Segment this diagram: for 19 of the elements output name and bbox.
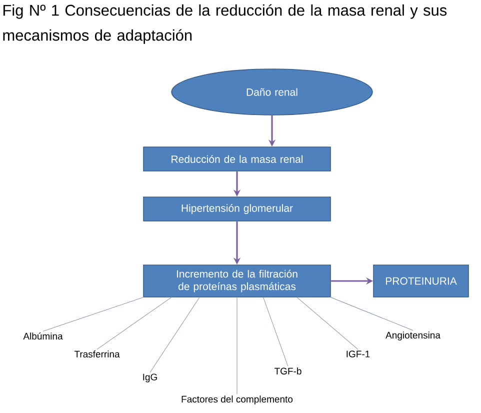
connector-line: [236, 297, 238, 395]
connector-line: [150, 297, 200, 373]
connector-line: [42, 297, 144, 332]
item-label: TGF-b: [274, 368, 302, 374]
item-label: Angiotensina: [386, 332, 440, 340]
title: Fig Nº 1 Consecuencias de la reducción de la masa renal y sus mecanismos de adaptación: [3, 4, 447, 44]
process-box: Incremento de la filtración de proteínas plasmáticas: [143, 264, 331, 298]
connector-line: [296, 297, 358, 350]
item-label: Factores del complemento: [182, 396, 293, 404]
connector-line: [330, 297, 414, 331]
process-box: Hipertensión glomerular: [143, 196, 331, 222]
connector-line: [263, 297, 288, 367]
item-label: Trasferrina: [74, 350, 120, 358]
item-label: IgG: [143, 374, 157, 382]
connector-line: [96, 297, 172, 350]
process-box: Reducción de la masa renal: [143, 146, 331, 172]
process-box: PROTEINURIA: [373, 264, 469, 298]
item-label: Albúmina: [23, 332, 63, 340]
item-label: IGF-1: [346, 350, 370, 358]
